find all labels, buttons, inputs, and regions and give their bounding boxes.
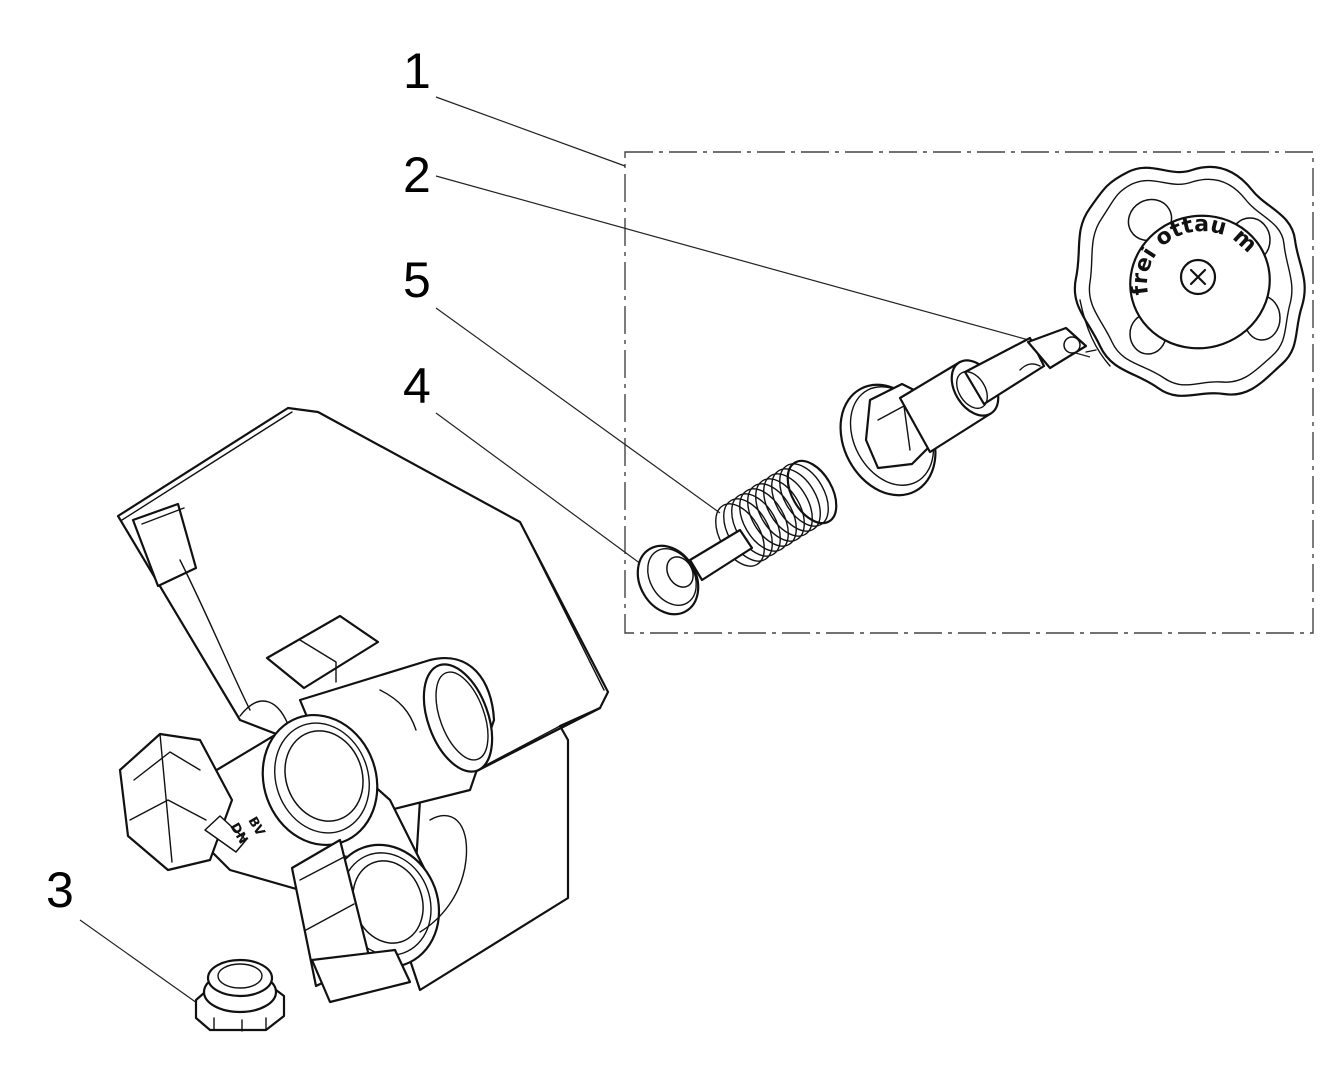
callout-2: 2	[403, 147, 431, 203]
callout-4: 4	[403, 358, 431, 414]
spring	[715, 459, 838, 567]
spindle-bonnet	[839, 326, 1088, 497]
flow-arrow-icon	[204, 815, 247, 853]
valve-body: BV DN	[118, 657, 496, 1004]
callout-3: 3	[46, 862, 74, 918]
leader-line-5	[435, 307, 721, 514]
leader-line-3	[79, 919, 198, 1004]
callout-5: 5	[403, 252, 431, 308]
plug-cap	[194, 958, 286, 1032]
callout-1: 1	[403, 43, 431, 99]
leader-line-4	[435, 412, 661, 579]
leader-line-2	[435, 175, 1091, 358]
leader-line-1	[435, 96, 626, 167]
valve-disc-seal	[636, 528, 754, 616]
assembly-group-box	[624, 151, 1314, 634]
handwheel-knob: frei ottau m	[1073, 165, 1306, 397]
